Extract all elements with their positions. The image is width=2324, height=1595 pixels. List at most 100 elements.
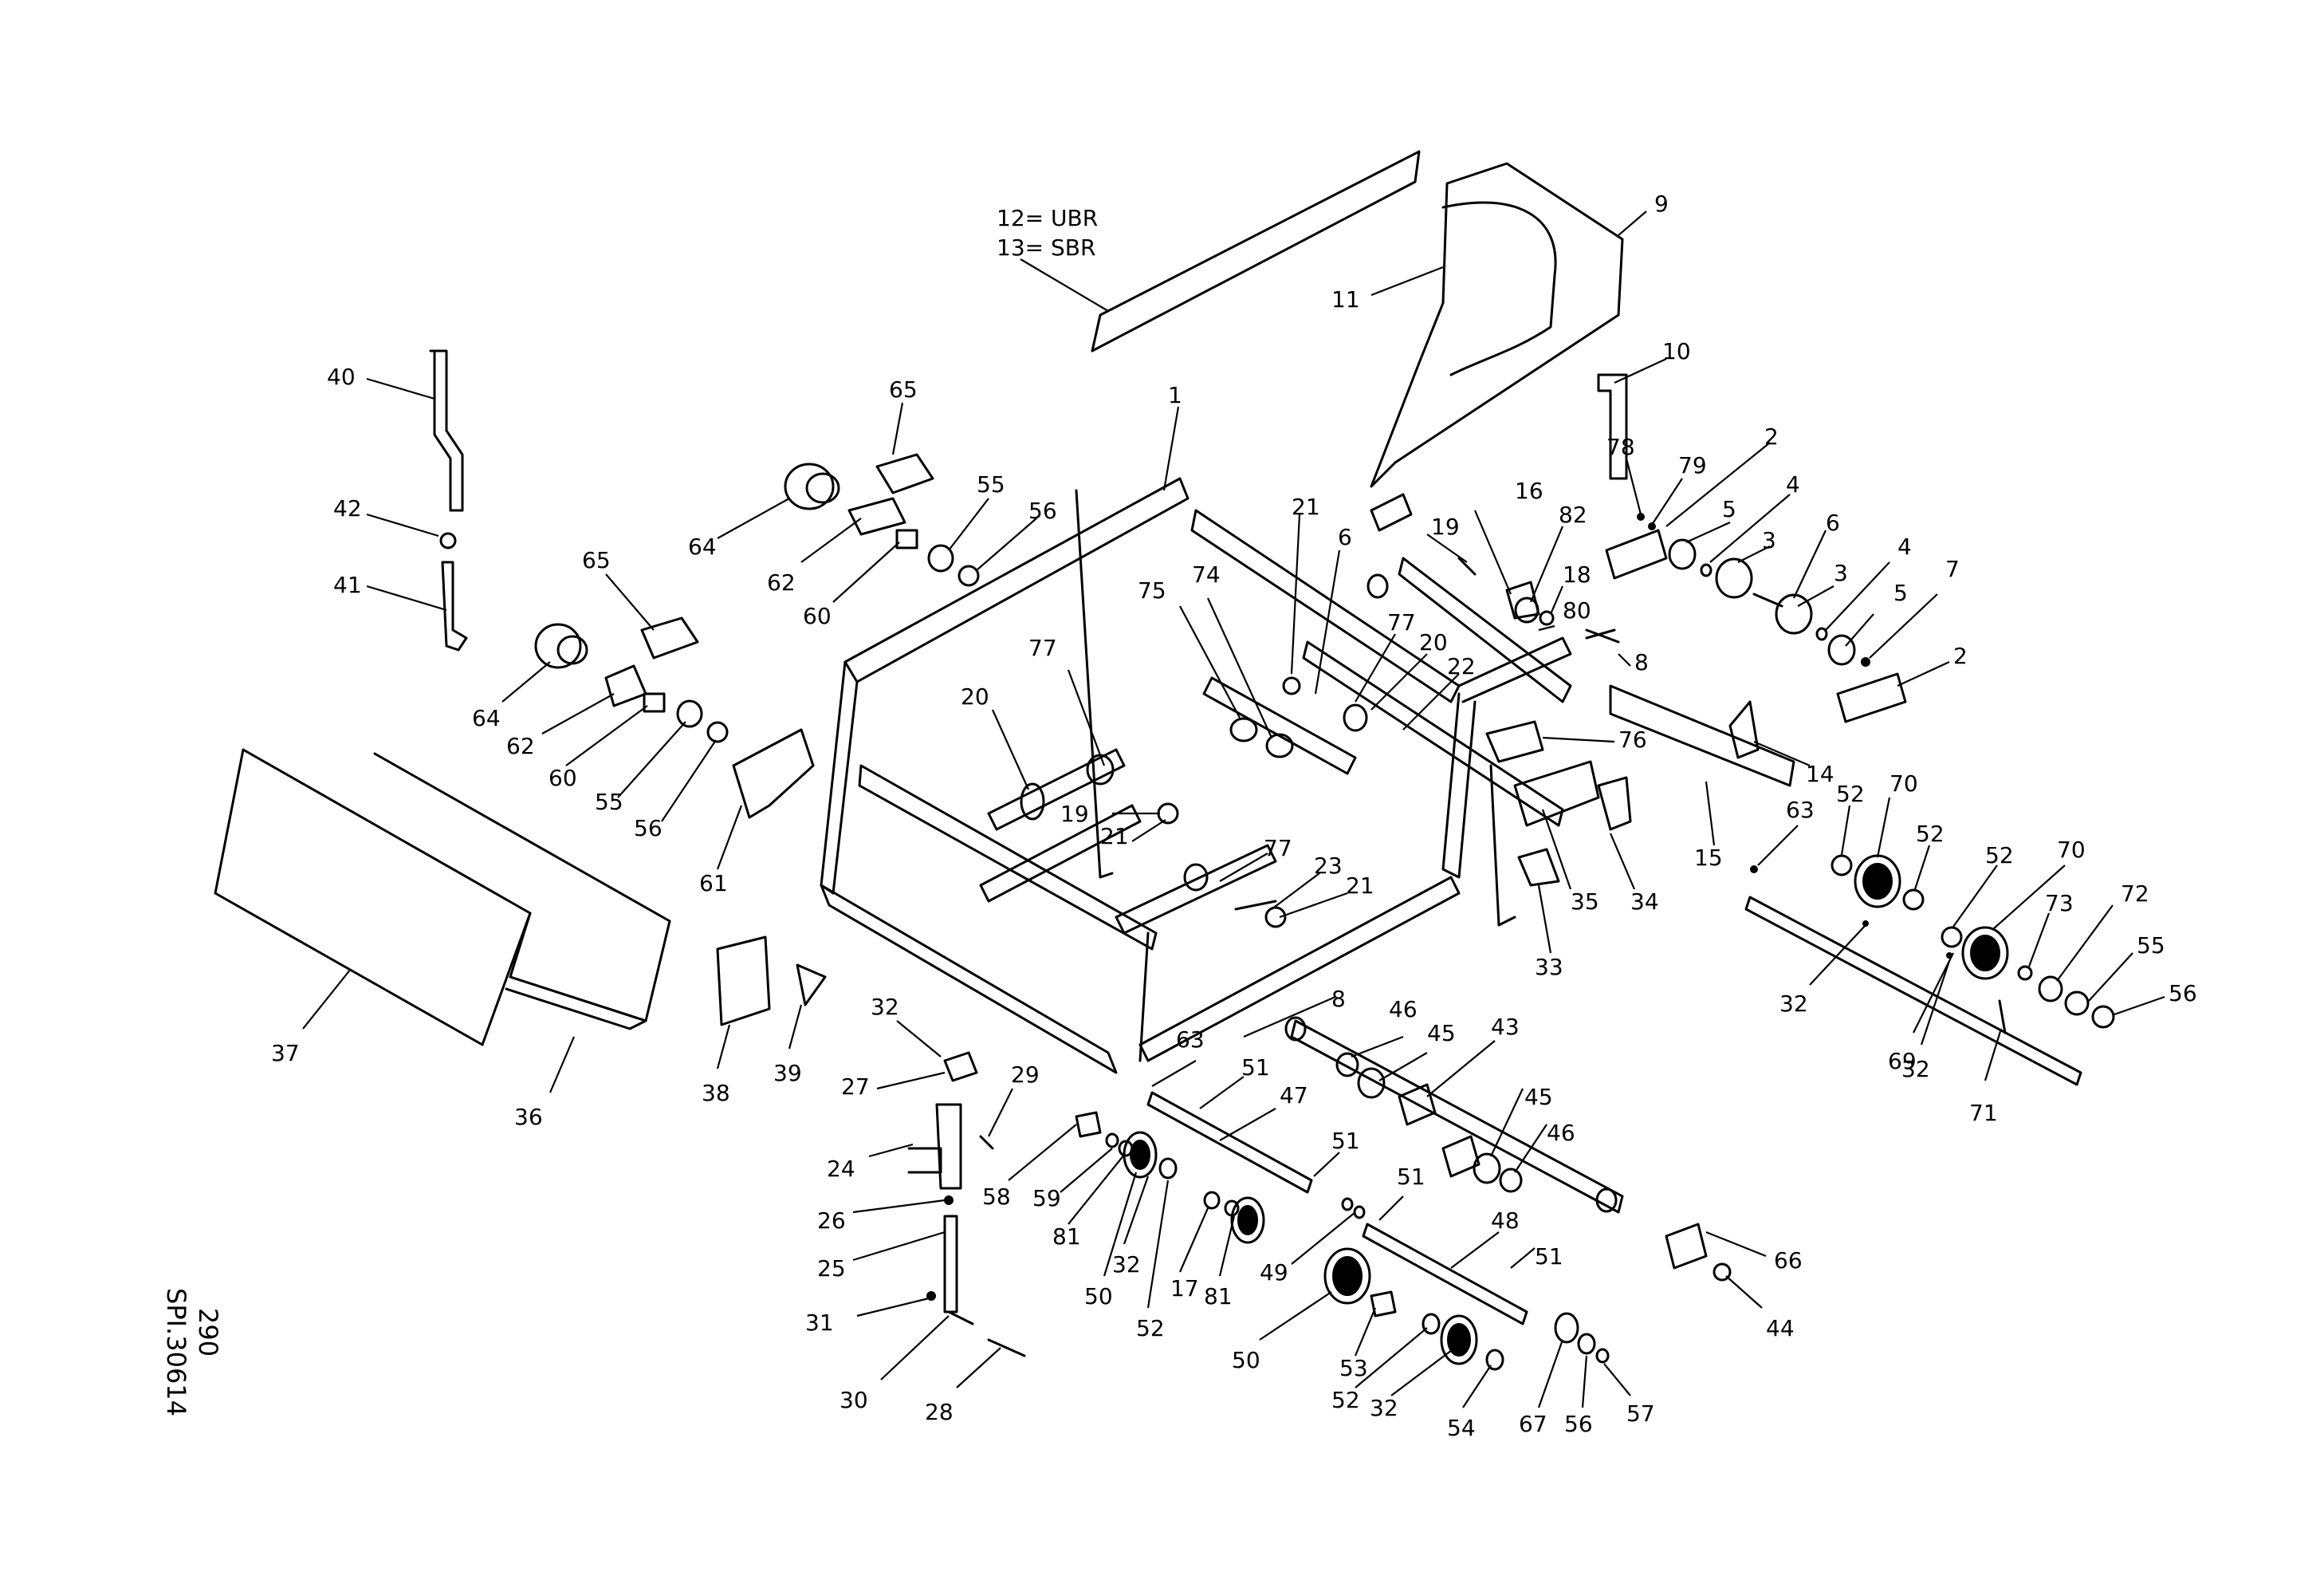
callout-51-d: 51	[1535, 1243, 1563, 1270]
leader-39	[788, 1004, 803, 1050]
leader-27	[876, 1071, 946, 1090]
leader-34	[1609, 833, 1636, 890]
leader-22	[1402, 673, 1460, 731]
pulley-50-a-face	[1130, 1140, 1150, 1170]
pulley-50-b	[1323, 1247, 1371, 1305]
callout-63-lower: 63	[1176, 1026, 1205, 1053]
leader-3b	[1797, 585, 1834, 607]
leader-20b	[991, 709, 1030, 790]
leader-64a	[717, 498, 790, 539]
fork-45-b-body	[1441, 1135, 1481, 1178]
legend-note: 12= UBR 13= SBR	[997, 205, 1098, 261]
leader-32a	[1809, 924, 1866, 986]
callout-34: 34	[1630, 888, 1659, 915]
bracket-66	[1665, 1223, 1708, 1270]
bearing-82	[1514, 597, 1540, 624]
bracket-62-upper	[847, 497, 906, 536]
leader-64b	[501, 661, 551, 703]
frame-left-post	[820, 660, 859, 895]
leader-75	[1179, 605, 1241, 719]
frame-front-post-right	[1138, 931, 1150, 1062]
callout-80: 80	[1563, 597, 1591, 624]
leader-17	[1178, 1207, 1209, 1273]
leader-44	[1725, 1275, 1763, 1309]
handle-40	[429, 349, 464, 512]
washer-55-right	[2064, 990, 2090, 1016]
callout-55-right: 55	[2137, 932, 2165, 959]
nut-7	[1861, 657, 1870, 667]
bracket-14	[1728, 700, 1760, 759]
bearing-77-left	[1086, 754, 1115, 786]
leader-55a	[948, 498, 989, 551]
curved-panel-11	[1441, 201, 1557, 376]
leader-5a	[1685, 521, 1731, 544]
callout-36: 36	[514, 1104, 543, 1130]
callout-49: 49	[1260, 1259, 1288, 1286]
block-60-lower	[643, 692, 666, 713]
callout-73: 73	[2045, 890, 2074, 916]
leader-51a	[1199, 1076, 1245, 1109]
roller-75-bearing	[1229, 717, 1258, 742]
callout-70-a: 70	[1889, 770, 1918, 797]
callout-58: 58	[982, 1183, 1011, 1210]
callout-5-upper: 5	[1722, 496, 1736, 522]
leader-33	[1537, 884, 1552, 954]
leader-10	[1614, 358, 1667, 384]
hopper-panel-9	[1370, 162, 1624, 488]
bracket-27	[943, 1051, 978, 1082]
callout-22: 22	[1447, 653, 1476, 679]
leader-81a	[1068, 1154, 1125, 1225]
nut-56-lower	[706, 721, 729, 743]
nut-73	[2017, 965, 2033, 981]
nut-52-d	[1158, 1157, 1178, 1180]
callout-46-upper: 46	[1389, 996, 1418, 1022]
callout-64-lower: 64	[472, 705, 501, 731]
roller-74-75	[1202, 676, 1357, 775]
shaft-43-end	[1284, 1016, 1307, 1042]
callout-61: 61	[699, 870, 728, 896]
rollers	[979, 573, 1389, 935]
leader-41	[366, 585, 447, 612]
callout-32-right-b: 32	[1901, 1056, 1930, 1082]
leader-7	[1869, 593, 1938, 659]
page-number: 290	[193, 1308, 223, 1357]
callout-31: 31	[805, 1309, 834, 1336]
callout-24: 24	[827, 1156, 855, 1182]
leader-63b	[1151, 1060, 1197, 1087]
roller-77-bearing	[1343, 703, 1368, 732]
callout-82: 82	[1559, 502, 1587, 528]
bearing-21-upper	[1282, 676, 1301, 695]
leader-4a	[1709, 494, 1791, 563]
callout-44: 44	[1766, 1315, 1795, 1341]
callout-65-lower: 65	[582, 547, 611, 573]
shaft-47	[1146, 1091, 1313, 1194]
bushing-54	[1485, 1349, 1504, 1371]
leader-20a	[1370, 653, 1428, 711]
pulley-70-b-face	[1970, 935, 2000, 971]
callout-4-upper: 4	[1786, 471, 1800, 498]
nut-56-upper	[958, 565, 980, 587]
callout-labels: 9 11 10 40 65 1 2 78 79 4 42 55 64 56 21…	[271, 191, 2197, 1441]
leader-25	[852, 1231, 946, 1262]
callout-17: 17	[1170, 1275, 1199, 1302]
leader-56d	[1581, 1355, 1588, 1408]
washer-5-lower	[1827, 634, 1856, 666]
nut-52-e	[1422, 1313, 1441, 1335]
frame-upper-side-rail	[1398, 557, 1572, 703]
callout-48: 48	[1491, 1207, 1520, 1234]
callout-64-upper: 64	[688, 534, 717, 560]
callout-21-lower: 21	[1346, 872, 1374, 899]
leader-78	[1625, 458, 1642, 515]
callout-75: 75	[1138, 577, 1166, 604]
washer-55-lower	[676, 699, 703, 728]
leader-56c	[2114, 995, 2165, 1016]
bearing-77-lower	[1183, 863, 1209, 892]
pulley-54-main	[1440, 1314, 1478, 1365]
plate-61	[732, 728, 815, 819]
leader-11	[1370, 266, 1444, 297]
leader-46b	[1514, 1124, 1547, 1173]
callout-28: 28	[925, 1399, 954, 1425]
callout-21-mid: 21	[1100, 823, 1129, 849]
plate-35	[1513, 760, 1600, 827]
callout-32-lower-a: 32	[1112, 1251, 1141, 1278]
